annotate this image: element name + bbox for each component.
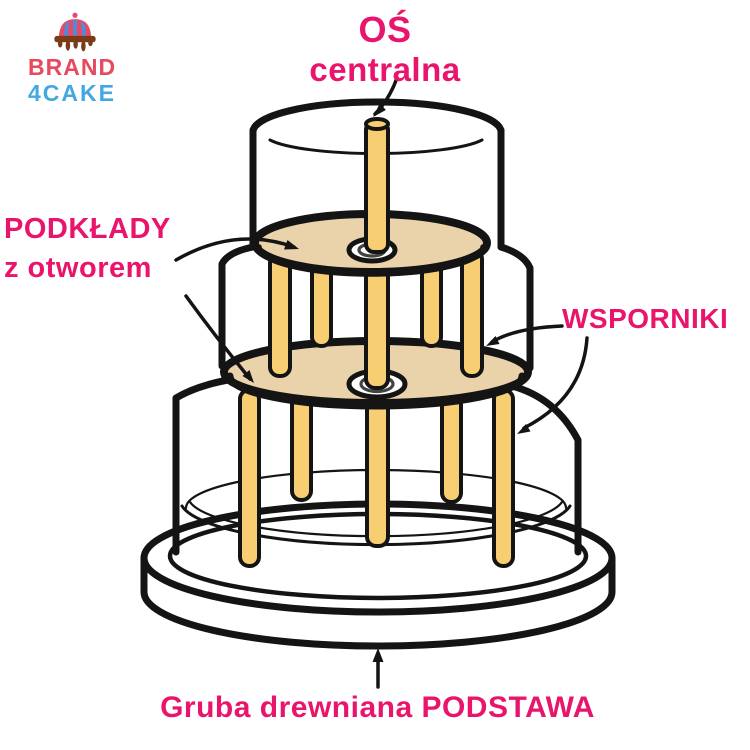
support-dowel bbox=[492, 388, 515, 568]
arrow-board-top bbox=[174, 237, 296, 262]
label-boards-line1: PODKŁADY bbox=[4, 213, 171, 245]
support-dowels-bottom bbox=[238, 388, 515, 568]
support-dowel bbox=[238, 388, 261, 568]
central-axis-lower bbox=[365, 388, 390, 548]
arrow-board-middle bbox=[184, 294, 252, 381]
label-wooden-base: Gruba drewniana PODSTAWA bbox=[160, 691, 595, 724]
label-central-axis-line2: centralna bbox=[309, 51, 461, 88]
support-dowel bbox=[460, 248, 484, 378]
top-tier bbox=[249, 98, 505, 251]
layered-cake-icon bbox=[54, 12, 96, 52]
logo-text-4cake: 4CAKE bbox=[28, 80, 116, 106]
support-dowel bbox=[290, 388, 313, 502]
support-dowels-middle bbox=[268, 248, 484, 390]
middle-tier bbox=[218, 243, 534, 372]
arrow-supports-lower bbox=[522, 336, 589, 430]
support-dowel bbox=[440, 388, 463, 504]
brand4cake-logo: BRAND 4CAKE bbox=[28, 10, 138, 108]
label-boards-line2: z otworem bbox=[4, 252, 152, 284]
support-dowel bbox=[268, 252, 292, 378]
label-boards-with-hole: PODKŁADY z otworem bbox=[4, 210, 171, 288]
central-axis-dowel bbox=[364, 117, 390, 254]
label-supports: WSPORNIKI bbox=[562, 303, 729, 334]
logo-text-brand: BRAND bbox=[28, 54, 117, 80]
annotation-arrows bbox=[174, 76, 589, 689]
label-central-axis-line1: OŚ bbox=[358, 9, 412, 50]
label-central-axis: OŚ centralna bbox=[300, 10, 470, 90]
